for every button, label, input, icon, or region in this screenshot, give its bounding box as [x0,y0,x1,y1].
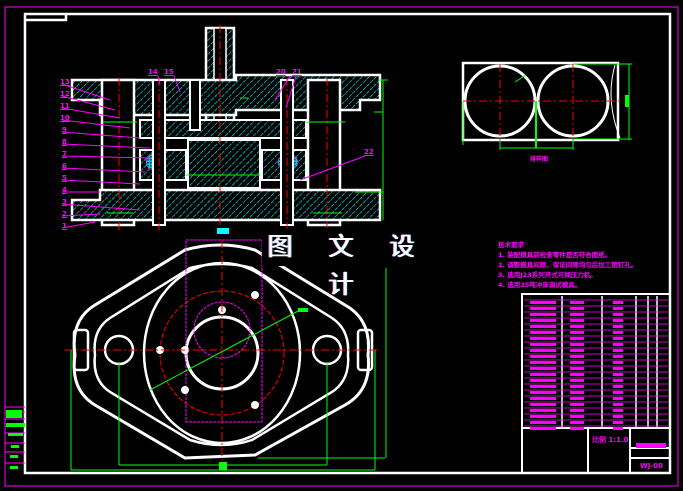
plan-view [65,239,387,471]
strip-layout-view [461,61,632,150]
part-label: 3 [62,198,67,206]
watermark-text: 图 文 设 计 [262,228,434,299]
left-revision-strip [5,406,25,469]
part-label: 5 [62,174,67,182]
part-label: 11 [60,102,70,110]
part-label: 2 [62,210,67,218]
tech-req-item: 1. 装配模具前检查零件是否符合图纸。 [498,251,612,259]
drawing-frame [4,6,679,487]
drawing-number: WJ-00 [640,462,663,470]
part-label: 7 [62,150,67,158]
part-label: 12 [60,90,70,98]
scale-label: 比例 1:1.0 [592,435,629,445]
tech-req-title: 技术要求 [498,241,524,249]
strip-layout-title: 排样图 [530,156,549,163]
part-label: 13 [60,78,70,86]
part-label: 10 [60,114,70,122]
part-label: 21 [292,68,302,76]
part-label: 15 [164,68,174,76]
title-block [521,293,671,474]
part-label: 20 [276,68,286,76]
tech-req-item: 4. 选用25吨冲床调试模具。 [498,281,582,289]
part-label: 8 [62,138,67,146]
scale-label-text: 比例 [592,436,606,444]
part-label: 22 [364,148,374,156]
tech-req-item: 2. 调整模具间隙，保证间隙均匀后加工销钉孔。 [498,261,638,269]
scale-value: 1:1.0 [608,436,629,444]
part-label: 14 [148,68,158,76]
part-label: 9 [62,126,67,134]
tech-req-item: 3. 选用J23系列开式可倾压力机。 [498,271,597,279]
part-label: 1 [62,222,67,230]
technical-requirements: 技术要求 1. 装配模具前检查零件是否符合图纸。 2. 调整模具间隙，保证间隙均… [498,240,637,290]
section-view [61,25,388,234]
part-label: 6 [62,162,67,170]
part-label: 4 [62,186,67,194]
